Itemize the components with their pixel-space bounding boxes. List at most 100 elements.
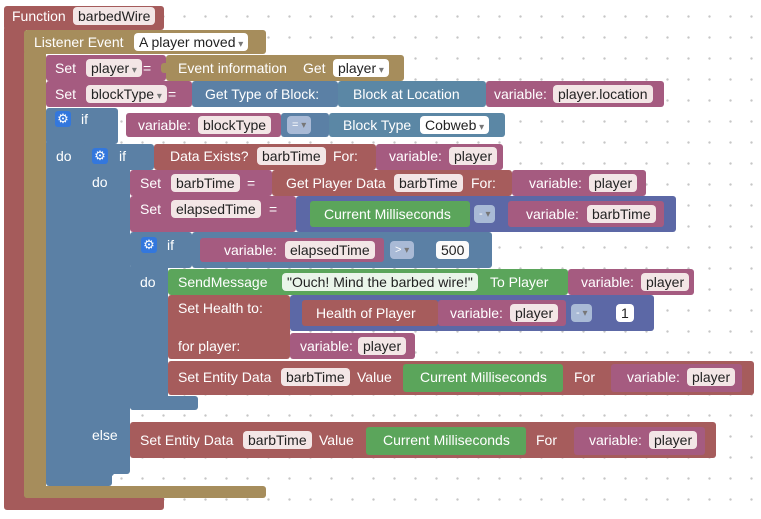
current-ms-label: Current Milliseconds (383, 432, 510, 448)
variable-name-field[interactable]: player (589, 174, 638, 192)
data-key-field[interactable]: barbTime (243, 431, 312, 449)
if-block-3-spine (130, 264, 168, 410)
variable-label: variable: (627, 369, 680, 385)
if-block-2-spine (82, 166, 130, 472)
if-block-3-footer (130, 396, 198, 410)
block-type-label: Block Type (343, 117, 412, 133)
block-type-dropdown[interactable]: Cobweb (420, 116, 490, 134)
for-label: For: (333, 148, 358, 164)
block-at-location[interactable] (338, 81, 486, 107)
function-label: Function (12, 8, 66, 24)
set-barbtime-var-field[interactable]: barbTime (171, 174, 240, 192)
variable-name-field[interactable]: player (641, 273, 690, 291)
variable-label: variable: (526, 206, 579, 222)
if-block-1-footer (46, 470, 112, 486)
compare-operator-dropdown[interactable]: = (287, 116, 312, 134)
get-type-of-block[interactable] (192, 81, 338, 107)
variable-label: variable: (589, 432, 642, 448)
gear-icon[interactable]: ⚙ (92, 148, 108, 164)
variable-name-field[interactable]: player (649, 431, 698, 449)
block-at-location-label: Block at Location (353, 86, 460, 102)
event-info-get-dropdown[interactable]: player (333, 59, 389, 77)
set-entity-data-label: Set Entity Data (178, 369, 272, 385)
variable-name-field[interactable]: player (449, 147, 498, 165)
equals-label: = (168, 86, 177, 102)
get-player-data-label: Get Player Data (286, 175, 386, 191)
if-block-3[interactable] (130, 232, 192, 268)
number-field[interactable]: 1 (616, 304, 634, 322)
listener-event-label: Listener Event (34, 34, 124, 50)
set-label: Set (140, 201, 162, 217)
current-ms-block[interactable] (403, 364, 563, 392)
if-label: if (81, 111, 88, 127)
variable-label: variable: (138, 117, 191, 133)
variable-name-field[interactable]: player (510, 304, 559, 322)
set-health-label: Set Health to: (178, 300, 263, 316)
get-label: Get (303, 60, 326, 76)
set-label: Set (55, 86, 77, 102)
data-key-field[interactable]: barbTime (281, 368, 350, 386)
health-of-player-block[interactable] (302, 300, 438, 326)
gear-icon[interactable]: ⚙ (141, 237, 157, 253)
function-block-footer (4, 494, 164, 510)
event-information-label: Event information (178, 60, 287, 76)
listener-event-spine (24, 50, 46, 498)
else-label: else (92, 427, 118, 443)
current-ms-label: Current Milliseconds (324, 206, 451, 222)
do-label: do (56, 148, 72, 164)
variable-name-field[interactable]: elapsedTime (285, 241, 375, 259)
if-label: if (167, 237, 174, 253)
variable-name-field[interactable]: barbTime (587, 205, 656, 223)
equals-label: = (247, 175, 256, 191)
set-label: Set (55, 60, 77, 76)
compare-operator-dropdown[interactable]: > (390, 241, 415, 259)
do-label: do (92, 174, 108, 190)
value-label: Value (357, 369, 392, 385)
event-type-dropdown[interactable]: A player moved (134, 33, 249, 51)
number-field[interactable]: 500 (436, 241, 470, 259)
set-blocktype-var-field[interactable]: blockType (86, 85, 167, 103)
if-block-2-footer (82, 460, 130, 474)
data-key-field[interactable]: barbTime (394, 174, 463, 192)
message-text-field[interactable]: "Ouch! Mind the barbed wire!" (282, 273, 478, 291)
math-operator-dropdown[interactable]: - (474, 205, 496, 223)
equals-label: = (143, 60, 152, 76)
for-label: For (536, 432, 557, 448)
data-exists-label: Data Exists? (170, 148, 249, 164)
set-entity-data-label: Set Entity Data (140, 432, 234, 448)
current-ms-label: Current Milliseconds (420, 369, 547, 385)
do-label: do (140, 274, 156, 290)
get-player-data-block[interactable] (272, 170, 512, 196)
variable-name-field[interactable]: player (358, 337, 407, 355)
set-health-block[interactable] (168, 295, 290, 359)
send-message-label: SendMessage (178, 274, 268, 290)
equals-label: = (269, 201, 278, 217)
health-of-player-label: Health of Player (316, 305, 416, 321)
variable-label: variable: (529, 175, 582, 191)
data-key-field[interactable]: barbTime (257, 147, 326, 165)
function-name-field[interactable]: barbedWire (73, 7, 156, 25)
set-player-var-field[interactable]: player (86, 59, 142, 77)
math-operator-dropdown[interactable]: - (571, 304, 593, 322)
function-block-spine (4, 26, 26, 504)
connector-notch (161, 63, 167, 73)
current-ms-block[interactable] (366, 427, 526, 455)
variable-label: variable: (581, 274, 634, 290)
gear-icon[interactable]: ⚙ (55, 111, 71, 127)
current-ms-block[interactable] (310, 201, 470, 227)
if-label: if (119, 148, 126, 164)
variable-name-field[interactable]: player.location (553, 85, 653, 103)
set-elapsed-var-field[interactable]: elapsedTime (171, 200, 261, 218)
set-label: Set (140, 175, 162, 191)
variable-label: variable: (300, 338, 353, 354)
variable-name-field[interactable]: player (687, 368, 736, 386)
variable-name-field[interactable]: blockType (198, 116, 272, 134)
value-label: Value (319, 432, 354, 448)
to-player-label: To Player (490, 274, 549, 290)
variable-label: variable: (494, 86, 547, 102)
get-type-of-block-label: Get Type of Block: (205, 86, 320, 102)
variable-label: variable: (224, 242, 277, 258)
variable-label: variable: (389, 148, 442, 164)
for-player-label: for player: (178, 338, 241, 354)
for-label: For: (471, 175, 496, 191)
